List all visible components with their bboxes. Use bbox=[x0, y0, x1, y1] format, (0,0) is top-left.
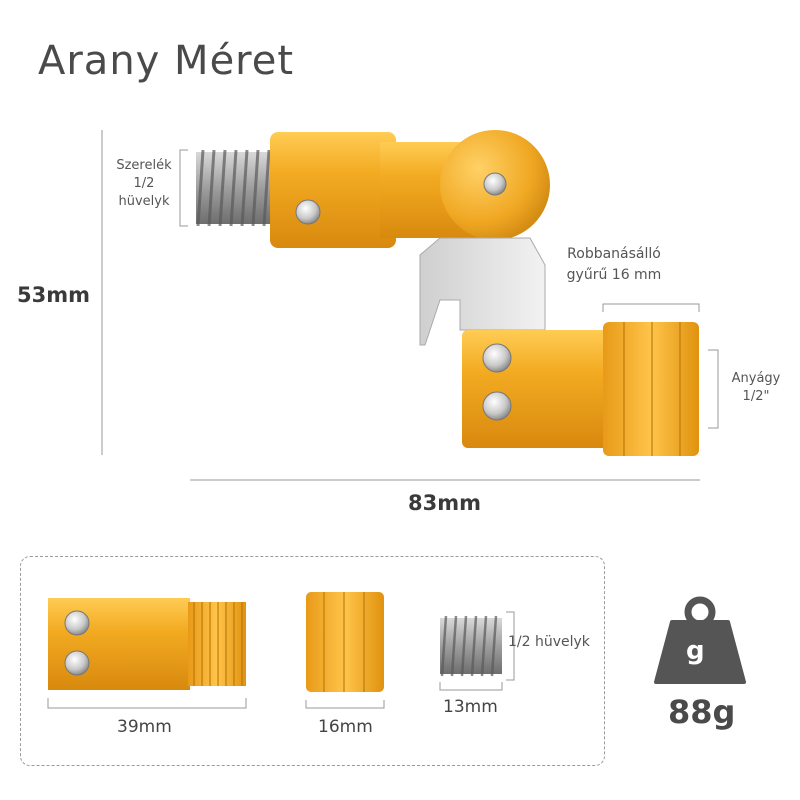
weight-icon bbox=[654, 596, 746, 684]
part3-size-label: 13mm bbox=[443, 697, 498, 717]
weight-value: 88g bbox=[668, 693, 736, 731]
lower-hex-body bbox=[462, 330, 612, 448]
part-screw-13mm bbox=[440, 615, 502, 677]
mount-label: Szerelék 1/2 hüvelyk bbox=[116, 158, 172, 209]
part-body-39mm bbox=[48, 598, 246, 690]
height-label: 53mm bbox=[17, 283, 90, 307]
nut-label: Anyágy 1/2" bbox=[731, 371, 781, 404]
top-hex-body bbox=[270, 132, 396, 248]
part-ring-16mm bbox=[306, 592, 384, 692]
safety-ring bbox=[603, 322, 699, 456]
thread-screw-top bbox=[196, 149, 274, 227]
width-label: 83mm bbox=[408, 491, 481, 515]
part2-size-label: 16mm bbox=[318, 717, 373, 737]
ring-label: Robbanásálló gyűrű 16 mm bbox=[566, 246, 662, 283]
parts-panel bbox=[20, 556, 605, 766]
page-title: Arany Méret bbox=[38, 38, 295, 84]
part3-thread-label: 1/2 hüvelyk bbox=[508, 634, 590, 650]
weight-icon-letter: g bbox=[686, 636, 705, 666]
mount-plate bbox=[419, 237, 546, 346]
part1-size-label: 39mm bbox=[117, 717, 172, 737]
